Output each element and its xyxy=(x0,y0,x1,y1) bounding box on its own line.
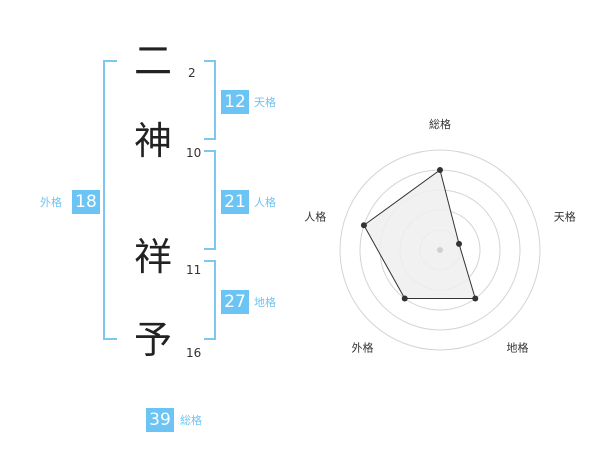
stroke-count-1: 2 xyxy=(188,66,196,80)
tenkaku-label: 天格 xyxy=(254,96,276,109)
chikaku-label: 地格 xyxy=(254,296,276,309)
radar-center-dot xyxy=(437,247,443,253)
radar-axis-label: 人格 xyxy=(304,210,326,224)
name-char-4: 予 xyxy=(133,318,172,362)
radar-axis-label: 総格 xyxy=(429,117,451,131)
radar-point-1 xyxy=(437,167,443,173)
radar-point-4 xyxy=(401,295,408,302)
soukaku-badge: 39 xyxy=(146,408,174,432)
chikaku-badge: 27 xyxy=(221,290,249,314)
tenkaku-bracket xyxy=(204,60,216,140)
chikaku-bracket xyxy=(204,260,216,340)
stroke-count-4: 16 xyxy=(186,346,202,360)
jinkaku-bracket xyxy=(204,150,216,250)
gaikaku-badge: 18 xyxy=(72,190,100,214)
radar-grid-ring xyxy=(339,149,541,351)
radar-point-5 xyxy=(360,222,367,229)
name-char-2: 神 xyxy=(133,119,172,163)
gaikaku-label: 外格 xyxy=(40,196,62,209)
radar-axis-label: 外格 xyxy=(352,340,374,354)
radar-point-2 xyxy=(456,240,463,247)
name-char-3: 祥 xyxy=(133,235,172,279)
radar-axis-label: 地格 xyxy=(506,340,528,354)
radar-data-polygon xyxy=(363,169,476,300)
stroke-count-3: 11 xyxy=(186,263,202,277)
jinkaku-label: 人格 xyxy=(254,196,276,209)
name-char-1: 二 xyxy=(133,39,172,83)
tenkaku-badge: 12 xyxy=(221,90,249,114)
gaikaku-bracket xyxy=(103,60,117,340)
soukaku-label: 総格 xyxy=(180,414,202,427)
stroke-count-2: 10 xyxy=(186,146,202,160)
jinkaku-badge: 21 xyxy=(221,190,249,214)
radar-axis-label: 天格 xyxy=(554,210,576,224)
radar-point-3 xyxy=(472,295,479,302)
